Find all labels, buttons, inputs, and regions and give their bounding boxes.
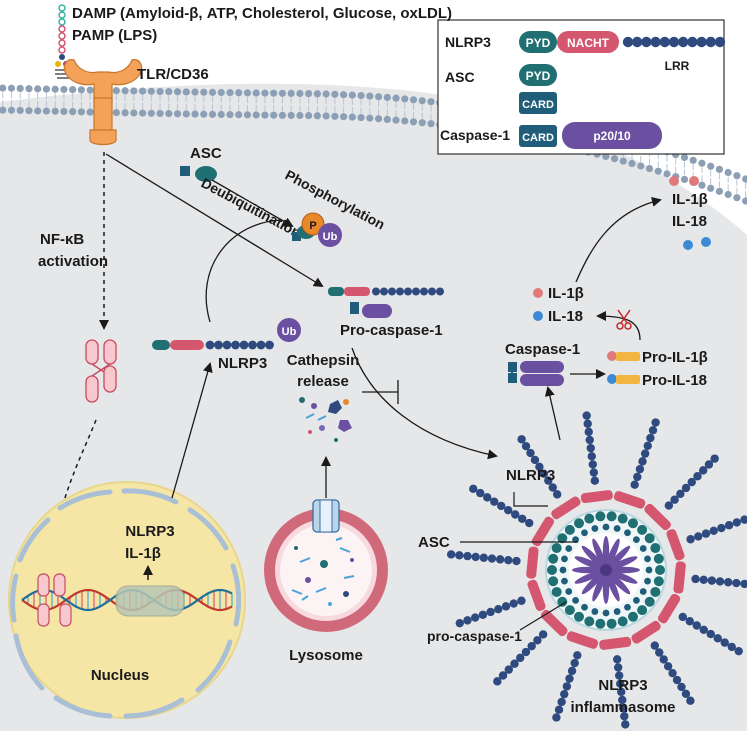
legend-p2010-label: p20/10 bbox=[593, 129, 631, 143]
nfkb-dimer bbox=[85, 339, 117, 403]
il1b-out-dot-a bbox=[669, 176, 679, 186]
il18-out-dot-a bbox=[683, 240, 693, 250]
tlr-signal-arrow bbox=[105, 153, 324, 288]
inflammasome-asc-label: ASC bbox=[418, 534, 450, 551]
nucleus-gene-nlrp3: NLRP3 bbox=[125, 523, 174, 540]
damp-label: DAMP (Amyloid-β, ATP, Cholesterol, Gluco… bbox=[72, 5, 452, 22]
pro-il18 bbox=[607, 374, 640, 384]
lysosome-label: Lysosome bbox=[289, 647, 363, 664]
phospho-asc-complex bbox=[292, 212, 342, 247]
asc-top-label: ASC bbox=[190, 145, 222, 162]
maturation-arrow bbox=[596, 311, 641, 341]
cathepsin-label-line2: release bbox=[297, 373, 349, 390]
legend-nacht-label: NACHT bbox=[567, 36, 610, 50]
legend-nacht-domain bbox=[557, 31, 619, 53]
legend-lrr-domain bbox=[622, 36, 726, 48]
legend-asc-card-domain bbox=[519, 92, 557, 114]
inflammasome-label-line1: NLRP3 bbox=[598, 677, 647, 694]
cathepsin-particles bbox=[299, 397, 352, 442]
il18-out-label: IL-18 bbox=[672, 213, 707, 230]
pro-caspase1-label: Pro-caspase-1 bbox=[340, 322, 443, 339]
tlr-label: TLR/CD36 bbox=[137, 66, 209, 83]
pro-il1b bbox=[607, 351, 640, 361]
legend-asc-label: ASC bbox=[445, 69, 475, 85]
legend-caspase1-label: Caspase-1 bbox=[440, 127, 510, 143]
nucleus-gene-il1b: IL-1β bbox=[125, 545, 161, 562]
il18-out-dot-b bbox=[701, 237, 711, 247]
mid-ub-label: Ub bbox=[282, 326, 297, 338]
cathepsin-merge-line bbox=[362, 380, 399, 404]
nfkb-nuclear-arrow bbox=[47, 419, 97, 562]
nfkb-bound-dna bbox=[37, 573, 72, 627]
nlrp3-mid-label: NLRP3 bbox=[218, 355, 267, 372]
nfkb-label-line2: activation bbox=[38, 253, 108, 270]
nlrp3-to-asc-arc bbox=[205, 219, 283, 323]
domain-legend: NLRP3 ASC Caspase-1 PYD NACHT LRR PYD CA… bbox=[437, 19, 726, 155]
inflammasome-nlrp3-pointer bbox=[513, 492, 548, 507]
scissors-icon bbox=[616, 309, 632, 330]
p-label: P bbox=[309, 220, 316, 232]
cathepsin-label-line1: Cathepsin bbox=[287, 352, 360, 369]
pro-il1b-label: Pro-IL-1β bbox=[642, 349, 708, 366]
legend-p2010-domain bbox=[562, 122, 662, 149]
nlrp3-inflammasome bbox=[446, 411, 747, 729]
caspase1-label: Caspase-1 bbox=[505, 341, 580, 358]
legend-asc-pyd-domain bbox=[519, 64, 557, 86]
pro-il18-label: Pro-IL-18 bbox=[642, 372, 707, 389]
nucleus-label: Nucleus bbox=[91, 667, 149, 684]
legend-pyd-label: PYD bbox=[526, 36, 551, 50]
caspase1-dimer bbox=[508, 361, 564, 386]
il18-mid-label: IL-18 bbox=[548, 308, 583, 325]
legend-nlrp3-label: NLRP3 bbox=[445, 34, 491, 50]
legend-casp-card-domain bbox=[519, 125, 557, 147]
nlrp3-protein-right bbox=[328, 287, 444, 296]
pamp-label: PAMP (LPS) bbox=[72, 27, 157, 44]
il1b-out-dot-b bbox=[689, 176, 699, 186]
tlr-receptor bbox=[63, 59, 143, 146]
pro-caspase1-protein bbox=[350, 302, 392, 318]
assembly-arrow bbox=[351, 347, 498, 460]
il1b-mid-label: IL-1β bbox=[548, 285, 584, 302]
inflammasome-nlrp3-label: NLRP3 bbox=[506, 467, 555, 484]
complex-ub-label: Ub bbox=[323, 231, 338, 243]
legend-asc-pyd-label: PYD bbox=[526, 69, 551, 83]
il18-dot bbox=[533, 311, 543, 321]
nlrp3-protein-mid bbox=[152, 318, 301, 350]
legend-pyd-domain bbox=[519, 31, 557, 53]
legend-lrr-label: LRR bbox=[665, 59, 690, 73]
asc-top-protein bbox=[180, 166, 217, 182]
secretion-arrow bbox=[575, 197, 662, 283]
activation-arrow bbox=[544, 386, 561, 441]
legend-casp-card-label: CARD bbox=[522, 132, 554, 144]
il1b-out-label: IL-1β bbox=[672, 191, 708, 208]
inflammasome-procasp-label: pro-caspase-1 bbox=[427, 628, 522, 644]
nlrp3-expression-arrow bbox=[171, 362, 213, 499]
legend-asc-card-label: CARD bbox=[522, 99, 554, 111]
il1b-dot bbox=[533, 288, 543, 298]
inflammasome-label-line2: inflammasome bbox=[570, 699, 675, 716]
rna-polymerase bbox=[115, 585, 185, 617]
nfkb-label-line1: NF-κB bbox=[40, 231, 84, 248]
asc-arrow bbox=[211, 179, 294, 227]
inflammasome-procasp-pointer bbox=[519, 601, 567, 631]
lysosome bbox=[264, 499, 388, 632]
